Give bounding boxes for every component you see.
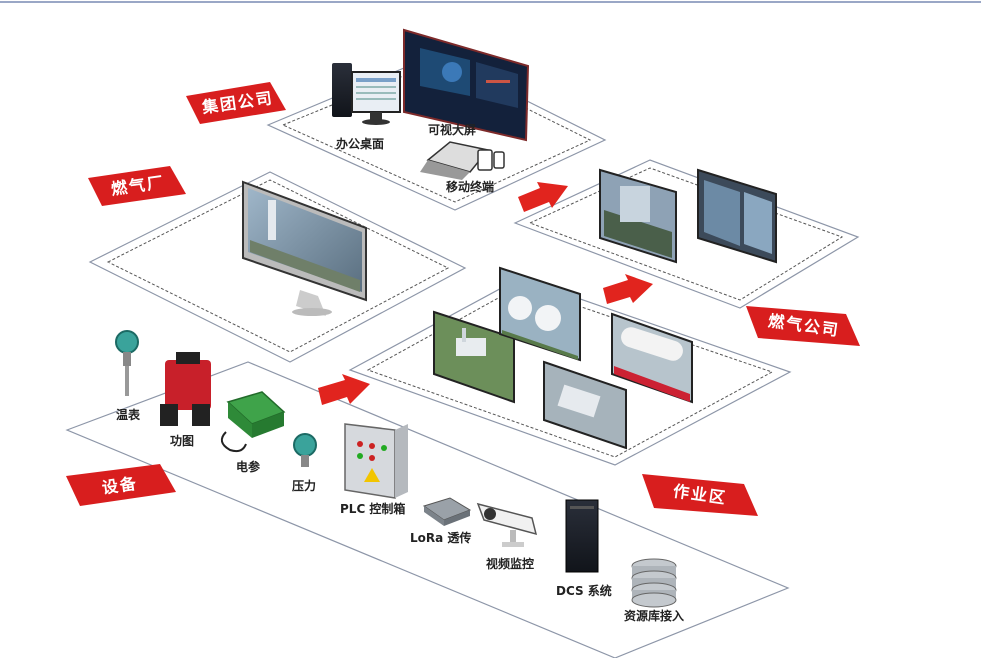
electric-meter-icon: [222, 392, 284, 451]
database-icon: [632, 559, 676, 607]
label-pressure: 压力: [292, 477, 316, 494]
plc-cabinet-icon: [345, 424, 408, 498]
arrow-company-to-group: [518, 182, 568, 212]
plant-monitor-icon: [243, 182, 366, 316]
label-video: 视频监控: [486, 555, 534, 572]
mobile-terminal-icon: [420, 142, 504, 180]
label-office-desktop: 办公桌面: [336, 135, 384, 152]
label-electric-params: 电参: [236, 458, 260, 475]
company-frame-inner: [530, 168, 842, 300]
pressure-gauge-icon: [294, 434, 316, 467]
label-video-wall: 可视大屏: [428, 121, 476, 138]
office-building-photo-2: [698, 170, 776, 262]
label-mobile: 移动终端: [446, 178, 494, 195]
dynamometer-icon: [160, 352, 211, 426]
label-lora: LoRa 透传: [410, 529, 471, 546]
label-thermometer: 温表: [116, 406, 140, 423]
arrow-equipment-to-workarea: [318, 374, 370, 405]
office-desktop-icon: [332, 63, 400, 125]
arrow-workarea-to-company: [603, 274, 653, 304]
thermometer-icon: [116, 331, 138, 396]
company-frame: [515, 160, 858, 308]
dcs-cabinet-icon: [566, 500, 598, 572]
office-building-photo-1: [600, 170, 676, 262]
video-camera-icon: [478, 504, 536, 547]
label-dcs: DCS 系统: [556, 582, 612, 599]
label-plc: PLC 控制箱: [340, 500, 405, 517]
label-dynamometer: 功图: [170, 432, 194, 449]
lora-module-icon: [424, 498, 470, 526]
label-resource-db: 资源库接入: [624, 607, 684, 624]
